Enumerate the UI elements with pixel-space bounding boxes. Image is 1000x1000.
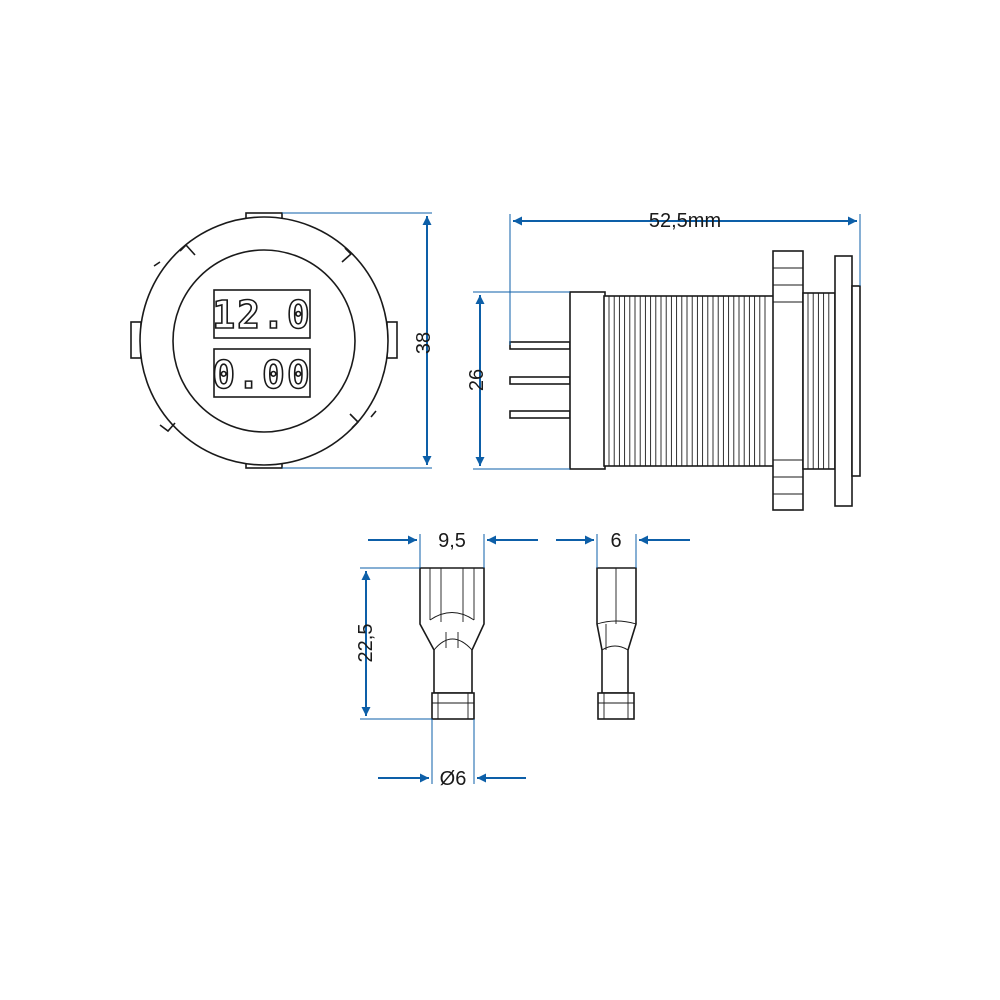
voltage-readout: 12.0 [212, 293, 312, 337]
barrel-diameter-label: Ø6 [440, 768, 467, 790]
voltage-display [213, 289, 311, 339]
terminal-side-barrel [597, 692, 635, 720]
terminal-side-outline [596, 567, 637, 694]
pin-3 [509, 410, 571, 419]
dim-barrel-diameter: Ø6 [378, 719, 526, 790]
pin-1 [509, 341, 571, 350]
overall-length-label: 52,5mm [649, 210, 721, 232]
rear-body [569, 291, 606, 470]
dim-terminal-length: 22,5 [355, 567, 432, 720]
dim-thread-diameter: 26 [466, 291, 570, 470]
nut [772, 250, 804, 511]
terminal-front-barrel [431, 692, 475, 720]
threaded-body [603, 295, 775, 467]
thread-lines [608, 296, 766, 466]
front-diameter-label: 38 [413, 332, 435, 354]
thread-diameter-label: 26 [466, 369, 488, 391]
pin-2 [509, 376, 571, 385]
terminal-front [419, 567, 485, 720]
nut-facets [773, 267, 803, 495]
dim-terminal-width: 9,5 [368, 530, 538, 568]
current-readout: 0.00 [212, 353, 312, 397]
front-thread-lines [807, 293, 830, 469]
front-view: 12.0 0.00 [130, 212, 398, 469]
front-lip [851, 285, 861, 477]
side-view [509, 250, 861, 511]
terminal-length-label: 22,5 [355, 624, 377, 663]
bezel-notches [153, 243, 377, 433]
inner-face [172, 249, 356, 433]
dim-terminal-thickness: 6 [556, 530, 690, 568]
dim-overall-length: 52,5mm [509, 210, 861, 345]
current-display [213, 348, 311, 398]
terminal-side [596, 567, 637, 720]
terminal-width-label: 9,5 [438, 530, 466, 552]
dim-front-diameter: 38 [282, 212, 435, 469]
front-flange [834, 255, 853, 507]
terminal-thickness-label: 6 [610, 530, 621, 552]
